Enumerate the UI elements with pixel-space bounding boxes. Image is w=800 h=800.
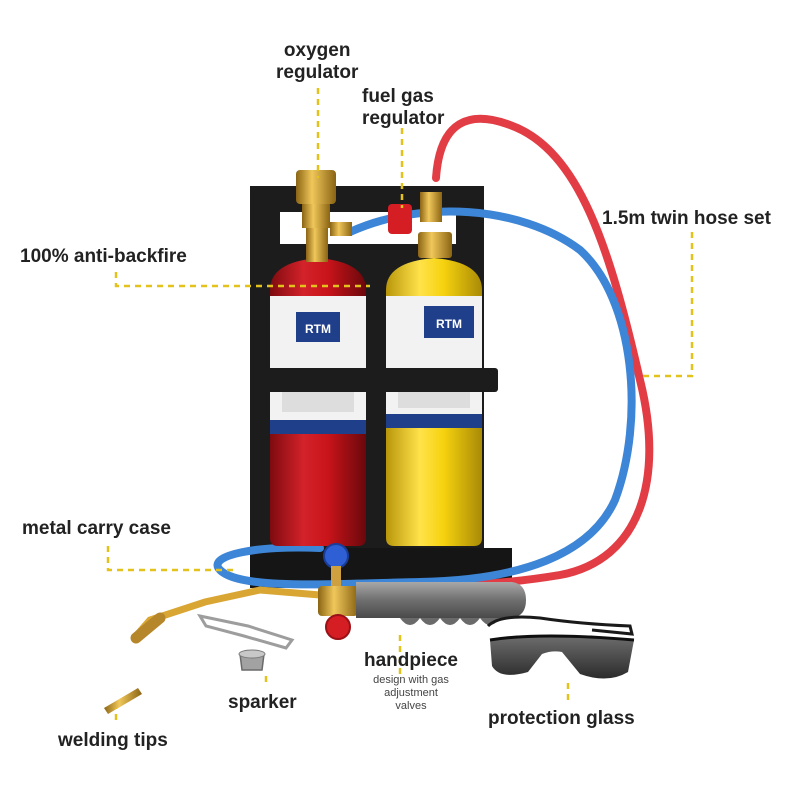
anti-backfire-label: 100% anti-backfire [20, 246, 187, 267]
welding-tips-label: welding tips [58, 730, 168, 751]
welding-tip [104, 688, 142, 714]
protection-glasses [486, 615, 635, 679]
metal-carry-case-label: metal carry case [22, 518, 171, 539]
fuel-gas-regulator-label: fuel gas regulator [362, 86, 444, 130]
sparker [196, 613, 295, 671]
oxygen-regulator-label-line2: regulator [276, 62, 359, 83]
oxygen-regulator [296, 170, 352, 262]
handpiece-note: design with gas adjustment valves [346, 674, 476, 713]
oxygen-cylinder-logo: RTM [305, 322, 331, 336]
oxygen-cylinder: RTM [270, 258, 366, 546]
fuel-gas-regulator-label-line1: fuel gas [362, 86, 434, 107]
oxygen-regulator-label-line1: oxygen [283, 40, 351, 61]
fuel-gas-regulator [388, 192, 452, 258]
protection-glass-label: protection glass [488, 708, 635, 729]
handpiece [130, 543, 526, 644]
fuel-gas-regulator-label-line2: regulator [362, 108, 445, 129]
sparker-label: sparker [228, 692, 297, 713]
leader-lines [106, 88, 694, 720]
handpiece-note-line1: design with gas [373, 674, 449, 686]
handpiece-label: handpiece [364, 650, 458, 671]
oxygen-regulator-label: oxygen regulator [276, 40, 358, 84]
fuel-cylinder-logo: RTM [436, 317, 462, 331]
twin-hose-set-label: 1.5m twin hose set [602, 208, 771, 229]
handpiece-note-line2: adjustment [384, 687, 438, 699]
handpiece-note-line3: valves [395, 700, 427, 712]
cylinder-strap [262, 368, 498, 392]
fuel-gas-cylinder: RTM [386, 258, 482, 546]
